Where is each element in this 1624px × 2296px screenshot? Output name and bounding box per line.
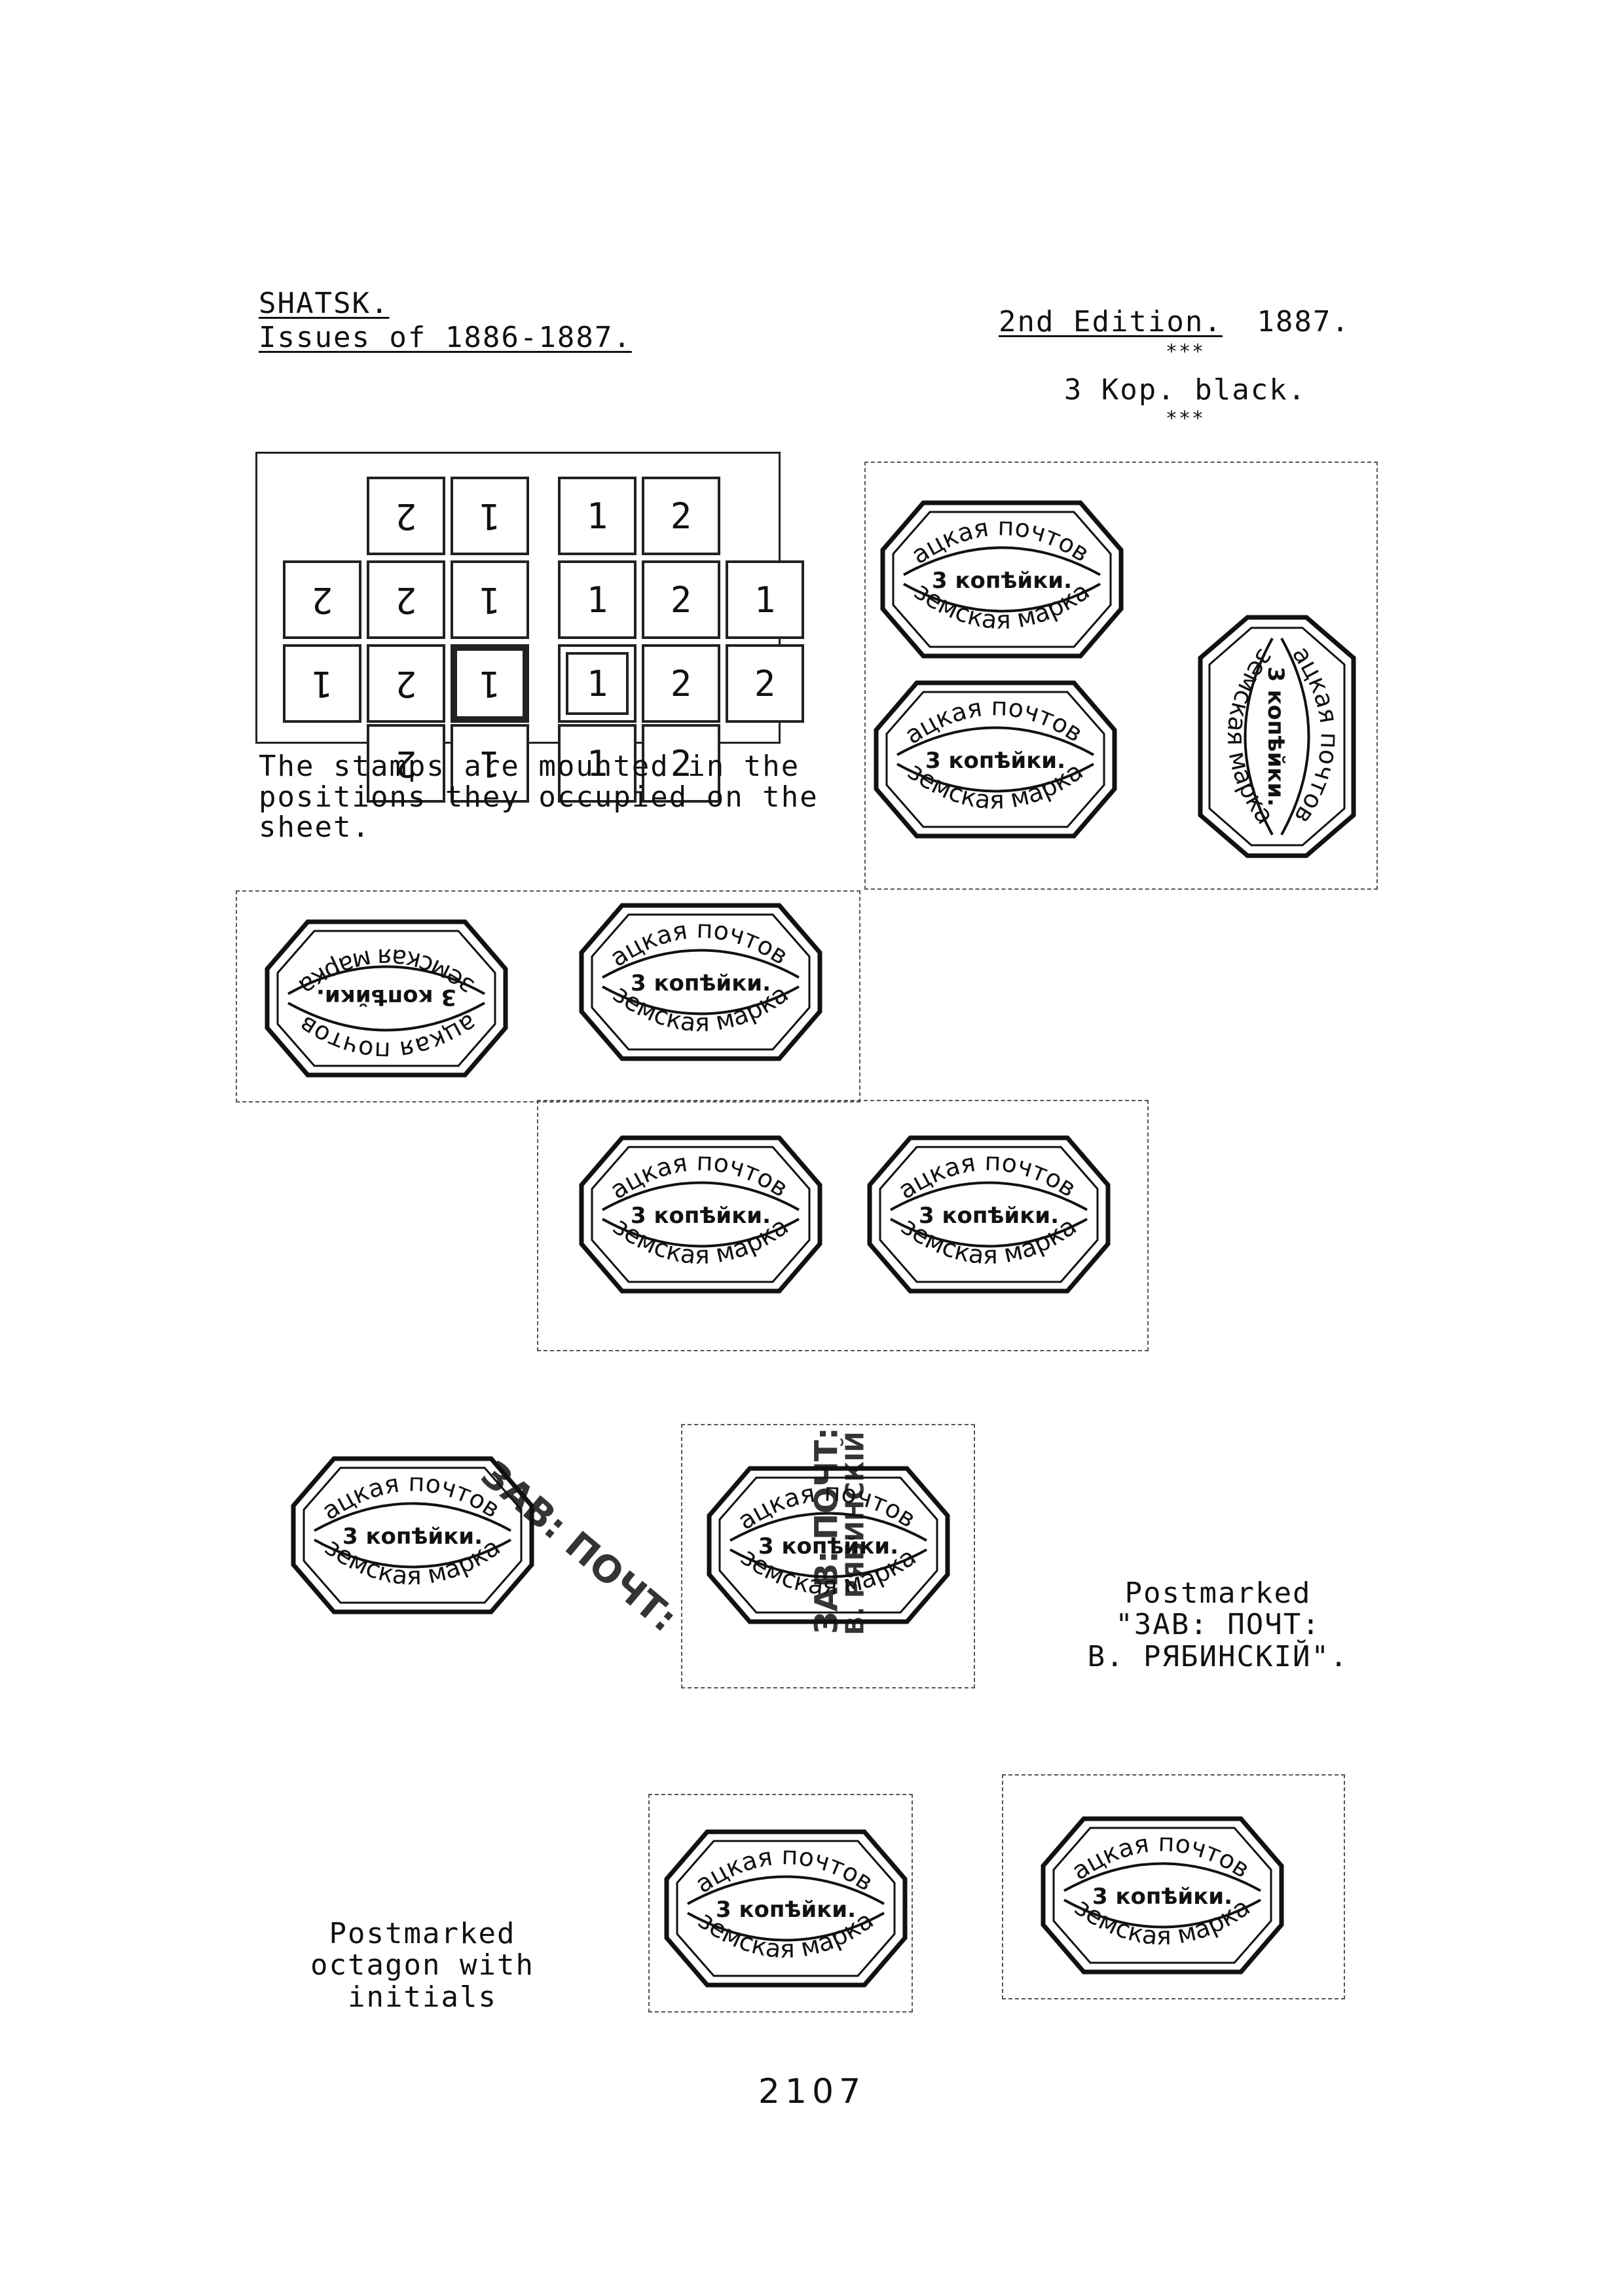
postmark-cancel-3: В. РЯБИНСКІЙ — [840, 1431, 870, 1635]
sheet-cell: 1 — [558, 724, 637, 803]
sheet-cell: 2 — [642, 644, 720, 723]
svg-text:3 копѣйки.: 3 копѣйки. — [716, 1897, 856, 1923]
stamp-value-label: 3 Kop. black. — [1063, 373, 1307, 407]
stars-top: *** — [1165, 340, 1206, 363]
sheet-cell: 1 — [558, 477, 637, 555]
svg-text:3 копѣйки.: 3 копѣйки. — [316, 984, 456, 1010]
sheet-cell: 1 — [451, 477, 529, 555]
svg-text:3 копѣйки.: 3 копѣйки. — [1263, 666, 1289, 807]
svg-text:3 копѣйки.: 3 копѣйки. — [631, 970, 771, 996]
svg-text:3 копѣйки.: 3 копѣйки. — [925, 748, 1065, 774]
sheet-cell: 2 — [726, 644, 804, 723]
postmark-caption-1: Postmarked "ЗАВ: ПОЧТ: В. РЯБИНСКІЙ". — [1087, 1576, 1349, 1673]
mount-caption: The stamps are mounted in the positions … — [259, 750, 819, 845]
edition-label: 2nd Edition. — [999, 305, 1223, 338]
sheet-cell: 2 — [642, 724, 720, 803]
mount-block-middle — [236, 890, 860, 1102]
svg-text:3 копѣйки.: 3 копѣйки. — [1092, 1884, 1232, 1910]
postmark-caption-2: Postmarked octagon with initials — [310, 1917, 534, 2014]
mount-block-top-right — [864, 462, 1378, 890]
mount-block-pair — [537, 1100, 1149, 1351]
sheet-cell: 1 — [451, 560, 529, 639]
sheet-cell: 1 — [451, 724, 529, 803]
sheet-cell: 1 — [726, 560, 804, 639]
page-title: SHATSK. — [259, 287, 390, 320]
edition-line: 2nd Edition. 1887. — [999, 306, 1350, 338]
svg-text:3 копѣйки.: 3 копѣйки. — [919, 1203, 1059, 1229]
svg-text:3 копѣйки.: 3 копѣйки. — [758, 1533, 898, 1559]
sheet-cell: 1 — [283, 644, 361, 723]
sheet-cell: 2 — [367, 477, 445, 555]
sheet-cell: 1 — [451, 644, 529, 723]
svg-text:3 копѣйки.: 3 копѣйки. — [631, 1203, 771, 1229]
mount-cancelled-right — [681, 1424, 975, 1688]
page-subtitle: Issues of 1886-1887. — [259, 321, 632, 355]
sheet-cell: 1 — [558, 560, 637, 639]
mount-initials-right — [1002, 1774, 1345, 1999]
sheet-cell: 2 — [367, 560, 445, 639]
edition-year: 1887. — [1257, 305, 1350, 338]
sheet-cell: 2 — [283, 560, 361, 639]
stars-bottom: *** — [1165, 407, 1206, 430]
sheet-cell: 2 — [367, 724, 445, 803]
sheet-cell: 1 — [558, 644, 637, 723]
sheet-cell: 2 — [367, 644, 445, 723]
sheet-cell: 2 — [642, 477, 720, 555]
postmark-cancel-2: ЗАВ: ПОЧТ: — [808, 1427, 845, 1634]
page-number: 2107 — [758, 2072, 866, 2111]
mount-initials-left — [648, 1794, 913, 2013]
sheet-cell: 2 — [642, 560, 720, 639]
svg-text:3 копѣйки.: 3 копѣйки. — [342, 1523, 483, 1550]
svg-text:3 копѣйки.: 3 копѣйки. — [932, 568, 1072, 594]
